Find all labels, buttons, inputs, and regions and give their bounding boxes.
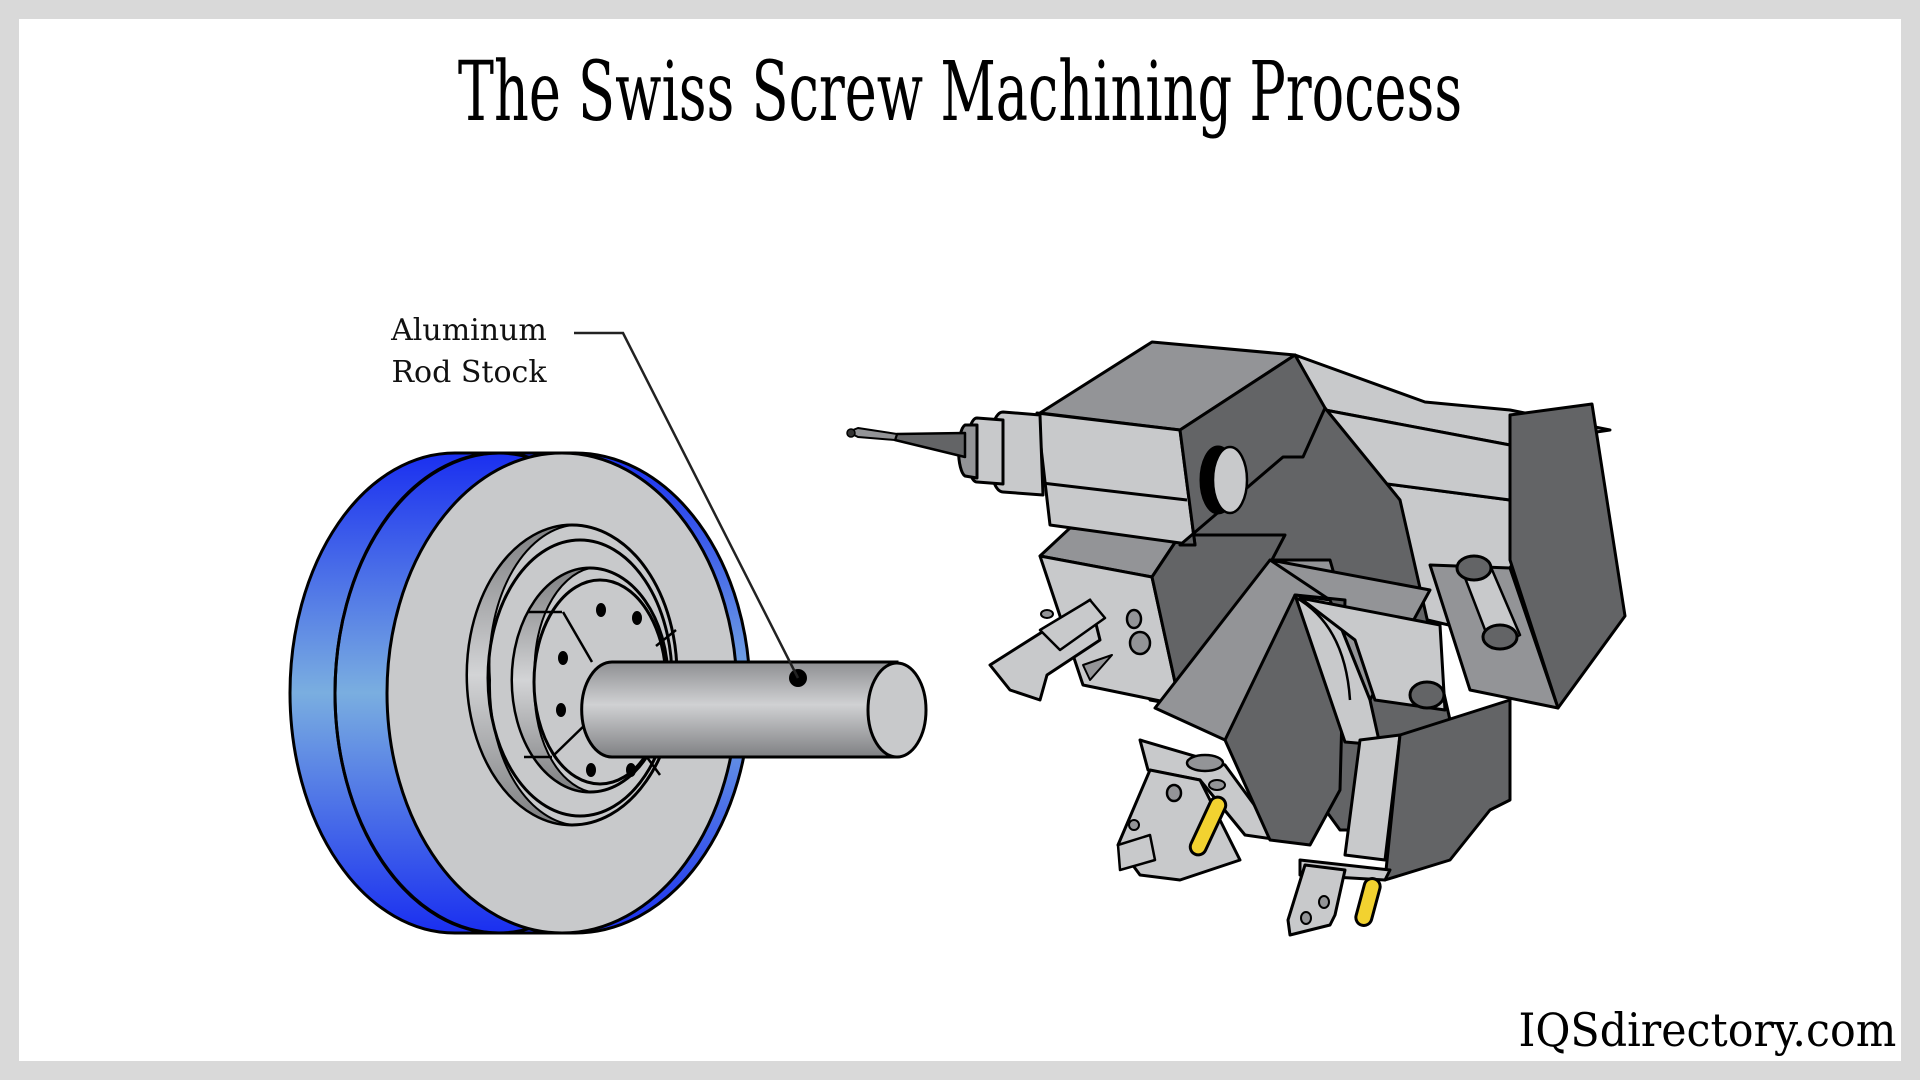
right-end-face bbox=[1508, 402, 1627, 710]
rod-stock-leader-line bbox=[574, 331, 800, 679]
rod-end-face bbox=[866, 661, 928, 759]
collet-holes bbox=[556, 603, 642, 777]
lower-holder-front bbox=[1138, 738, 1282, 842]
watermark: IQSdirectory.com bbox=[1518, 1003, 1896, 1057]
vertical-bar bbox=[1343, 733, 1402, 862]
arch-front-face bbox=[1298, 596, 1447, 712]
drill-shank bbox=[893, 431, 967, 459]
tool-machine bbox=[846, 340, 1627, 937]
diagram-title: The Swiss Screw Machining Process bbox=[457, 45, 1463, 140]
coolant-nozzle-1 bbox=[1188, 795, 1228, 857]
arch-face bbox=[1293, 593, 1382, 747]
aluminum-rod-stock bbox=[580, 660, 928, 759]
upper-holder-front bbox=[1038, 554, 1182, 707]
coolant-nozzle-2 bbox=[1354, 877, 1382, 927]
spindle-knob bbox=[1211, 445, 1249, 515]
spindle-head-front bbox=[1035, 411, 1197, 547]
rod-stock-label-line2: Rod Stock bbox=[391, 355, 547, 390]
lower-right-tool bbox=[1286, 863, 1347, 937]
rod-stock-label-line1: Aluminum bbox=[391, 313, 547, 348]
